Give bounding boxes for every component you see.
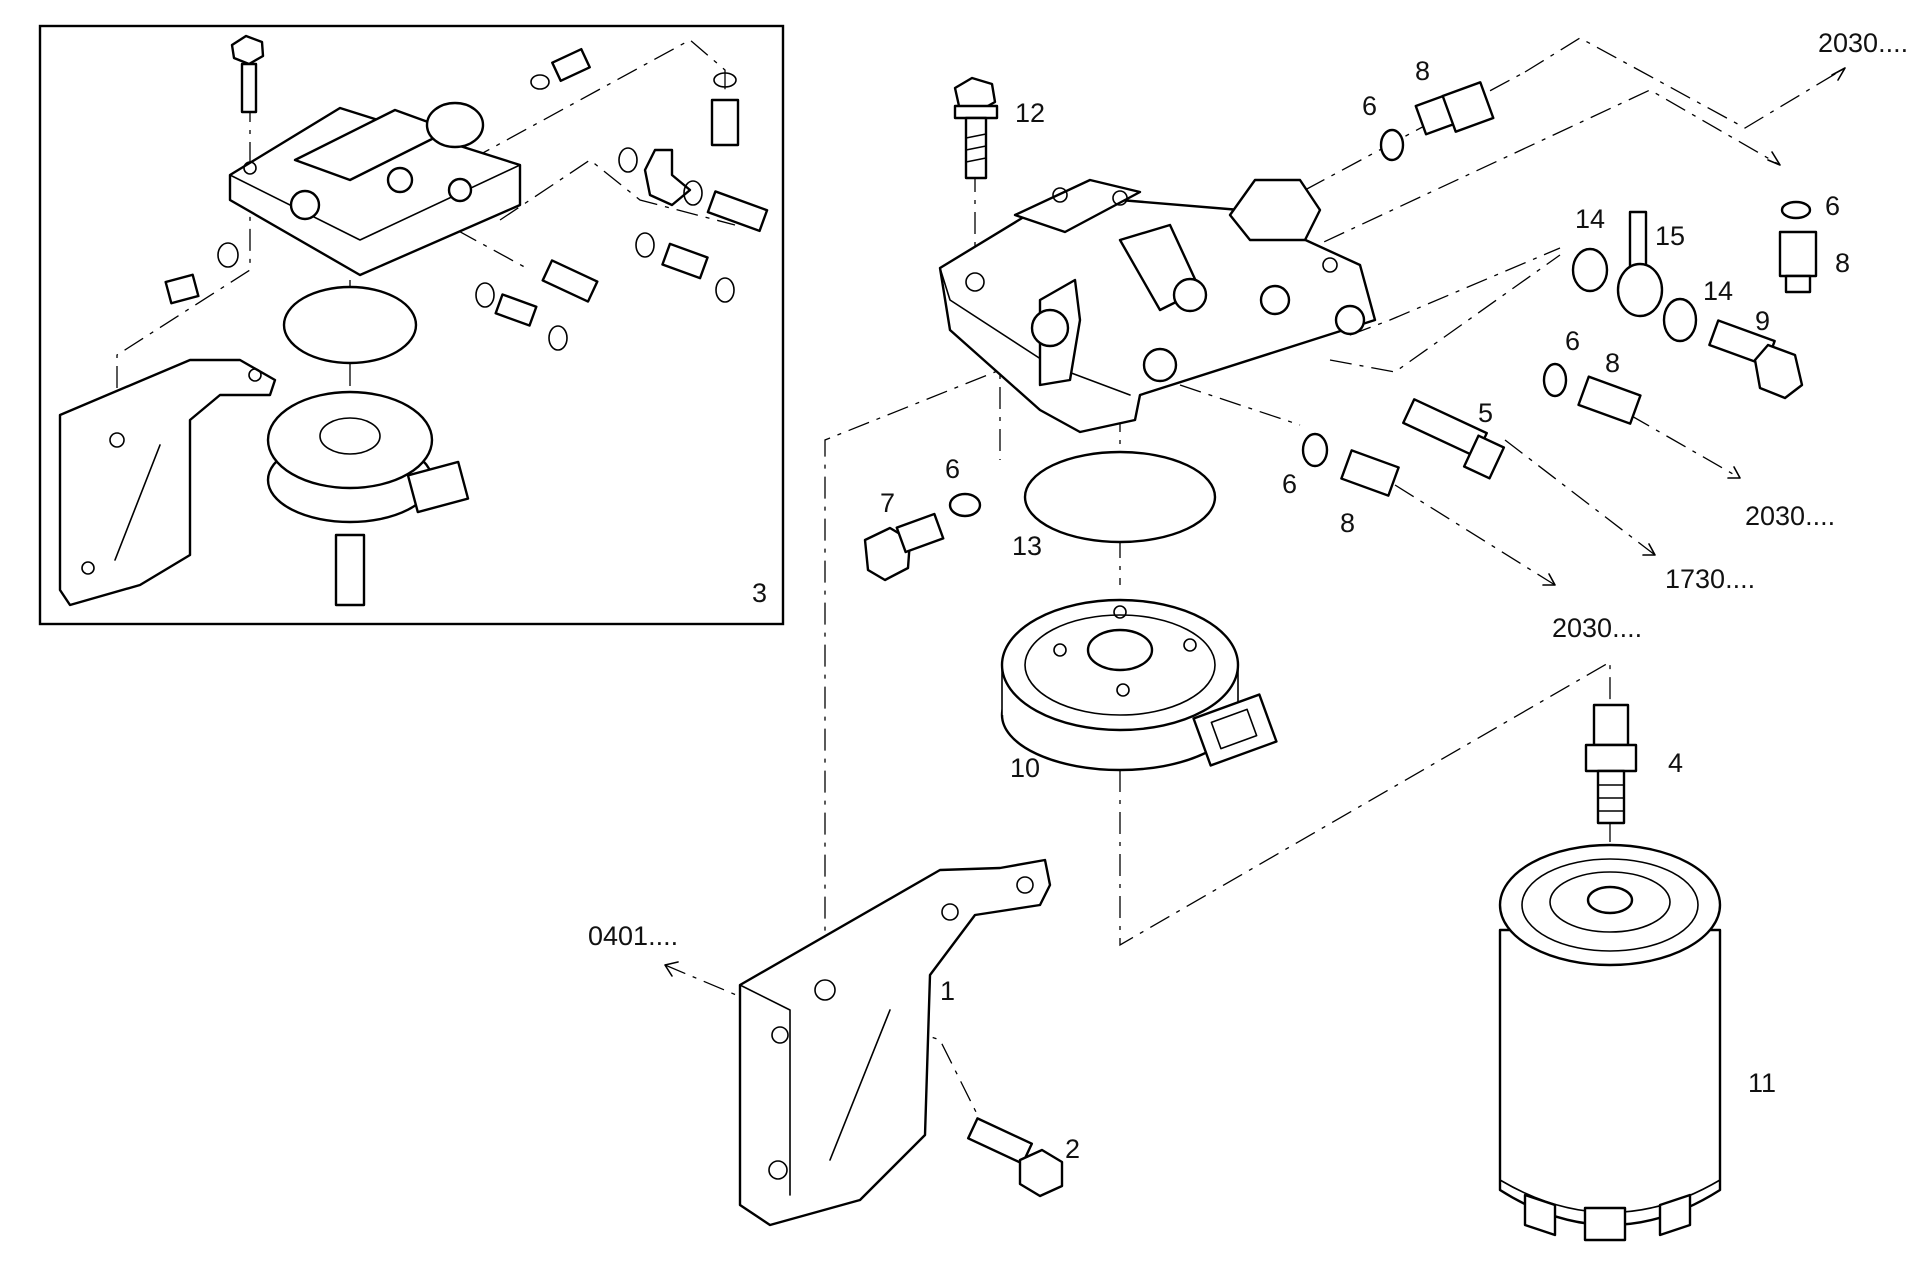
sensor-base-10-icon — [1000, 598, 1278, 772]
inset-sensor-base-icon — [266, 390, 470, 607]
ref-1730: 1730.... — [1665, 564, 1755, 594]
fitting-8-top-icon — [1379, 81, 1495, 162]
callout-labels: 1 2 4 5 6 6 6 6 6 7 8 8 8 8 9 10 11 12 1… — [880, 56, 1850, 1164]
callout-15: 15 — [1655, 221, 1685, 251]
callout-9: 9 — [1755, 306, 1770, 336]
bolt-12-icon — [953, 76, 999, 180]
bracket-1-icon — [738, 858, 1052, 1227]
reference-labels: 2030.... 2030.... 1730.... 2030.... 0401… — [588, 28, 1908, 951]
callout-12: 12 — [1015, 98, 1045, 128]
nipple-4-icon — [1584, 703, 1638, 825]
inset-filter-head-icon — [228, 101, 522, 277]
callout-6e: 6 — [945, 454, 960, 484]
plug-7-icon — [863, 492, 982, 582]
fitting-8-center-icon — [1301, 432, 1400, 497]
inset-o-ring-icon — [282, 285, 418, 365]
ref-0401: 0401.... — [588, 921, 678, 951]
ref-2030-low: 2030.... — [1552, 613, 1642, 643]
callout-14b: 14 — [1703, 276, 1733, 306]
callout-11: 11 — [1748, 1068, 1776, 1098]
callout-8c: 8 — [1605, 348, 1620, 378]
callout-8b: 8 — [1835, 248, 1850, 278]
callout-14a: 14 — [1575, 204, 1605, 234]
callout-2: 2 — [1065, 1134, 1080, 1164]
callout-13: 13 — [1012, 531, 1042, 561]
reference-arrows — [664, 67, 1846, 977]
filter-head-icon — [938, 178, 1377, 434]
o-ring-13-icon — [1023, 450, 1217, 544]
callout-4: 4 — [1668, 748, 1683, 778]
callout-8d: 8 — [1340, 508, 1355, 538]
inset-fittings-icon — [164, 47, 769, 351]
bolt-2-icon — [966, 1117, 1064, 1198]
oil-filter-11-icon — [1498, 843, 1722, 1242]
fitting-8-mid-icon — [1542, 362, 1642, 425]
fitting-8-right-icon — [1778, 200, 1818, 294]
callout-6c: 6 — [1565, 326, 1580, 356]
inset-bolt-icon — [230, 34, 265, 114]
ref-2030-top: 2030.... — [1818, 28, 1908, 58]
callout-8a: 8 — [1415, 56, 1430, 86]
ref-2030-mid: 2030.... — [1745, 501, 1835, 531]
callout-1: 1 — [940, 976, 955, 1006]
inset-assembly-3: 3 — [38, 24, 785, 626]
inset-label: 3 — [752, 578, 767, 608]
inset-bracket-icon — [58, 358, 277, 607]
sensor-5-icon — [1402, 398, 1506, 480]
callout-10: 10 — [1010, 753, 1040, 783]
callout-6a: 6 — [1362, 91, 1377, 121]
callout-6b: 6 — [1825, 191, 1840, 221]
banjo-fitting-icon — [1571, 210, 1804, 400]
callout-6d: 6 — [1282, 469, 1297, 499]
callout-7: 7 — [880, 488, 895, 518]
callout-5: 5 — [1478, 398, 1493, 428]
